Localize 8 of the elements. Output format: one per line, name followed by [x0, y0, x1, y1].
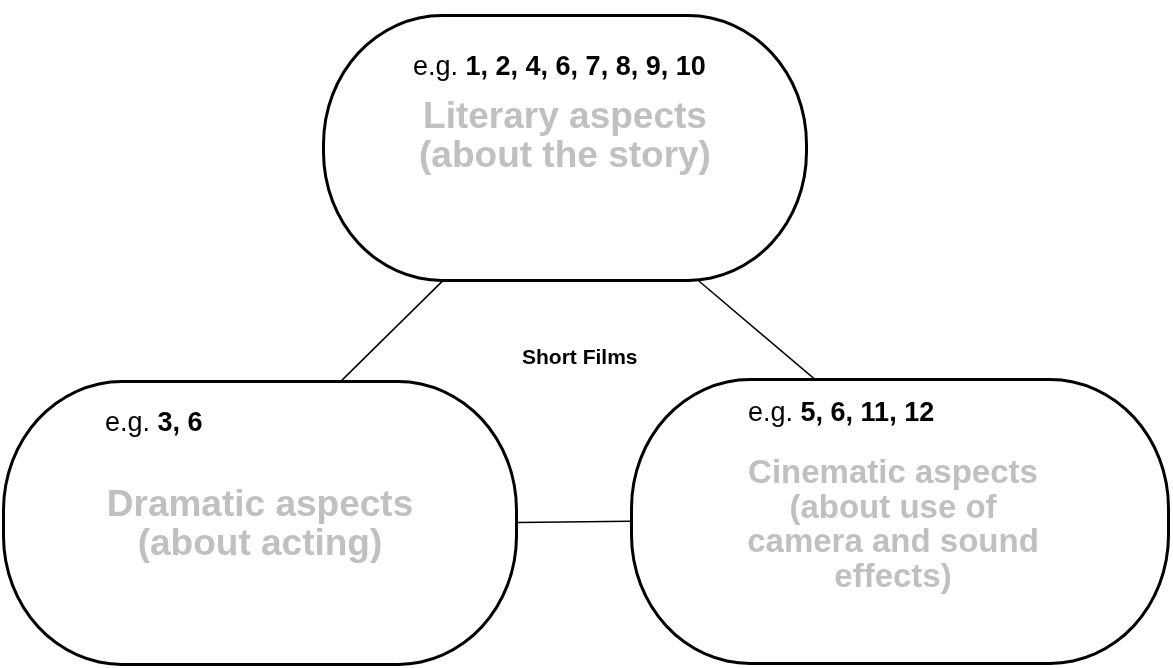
example-numbers: e.g. 1, 2, 4, 6, 7, 8, 9, 10 [413, 51, 706, 82]
node-title: Cinematic aspects (about use of camera and sound effects) [746, 455, 1040, 594]
node-title: Literary aspects (about the story) [418, 97, 712, 175]
node-title: Dramatic aspects (about acting) [105, 485, 415, 563]
example-numbers: e.g. 3, 6 [105, 407, 203, 438]
center-label: Short Films [522, 345, 638, 369]
example-numbers: e.g. 5, 6, 11, 12 [748, 397, 935, 428]
connector-line [517, 520, 631, 524]
